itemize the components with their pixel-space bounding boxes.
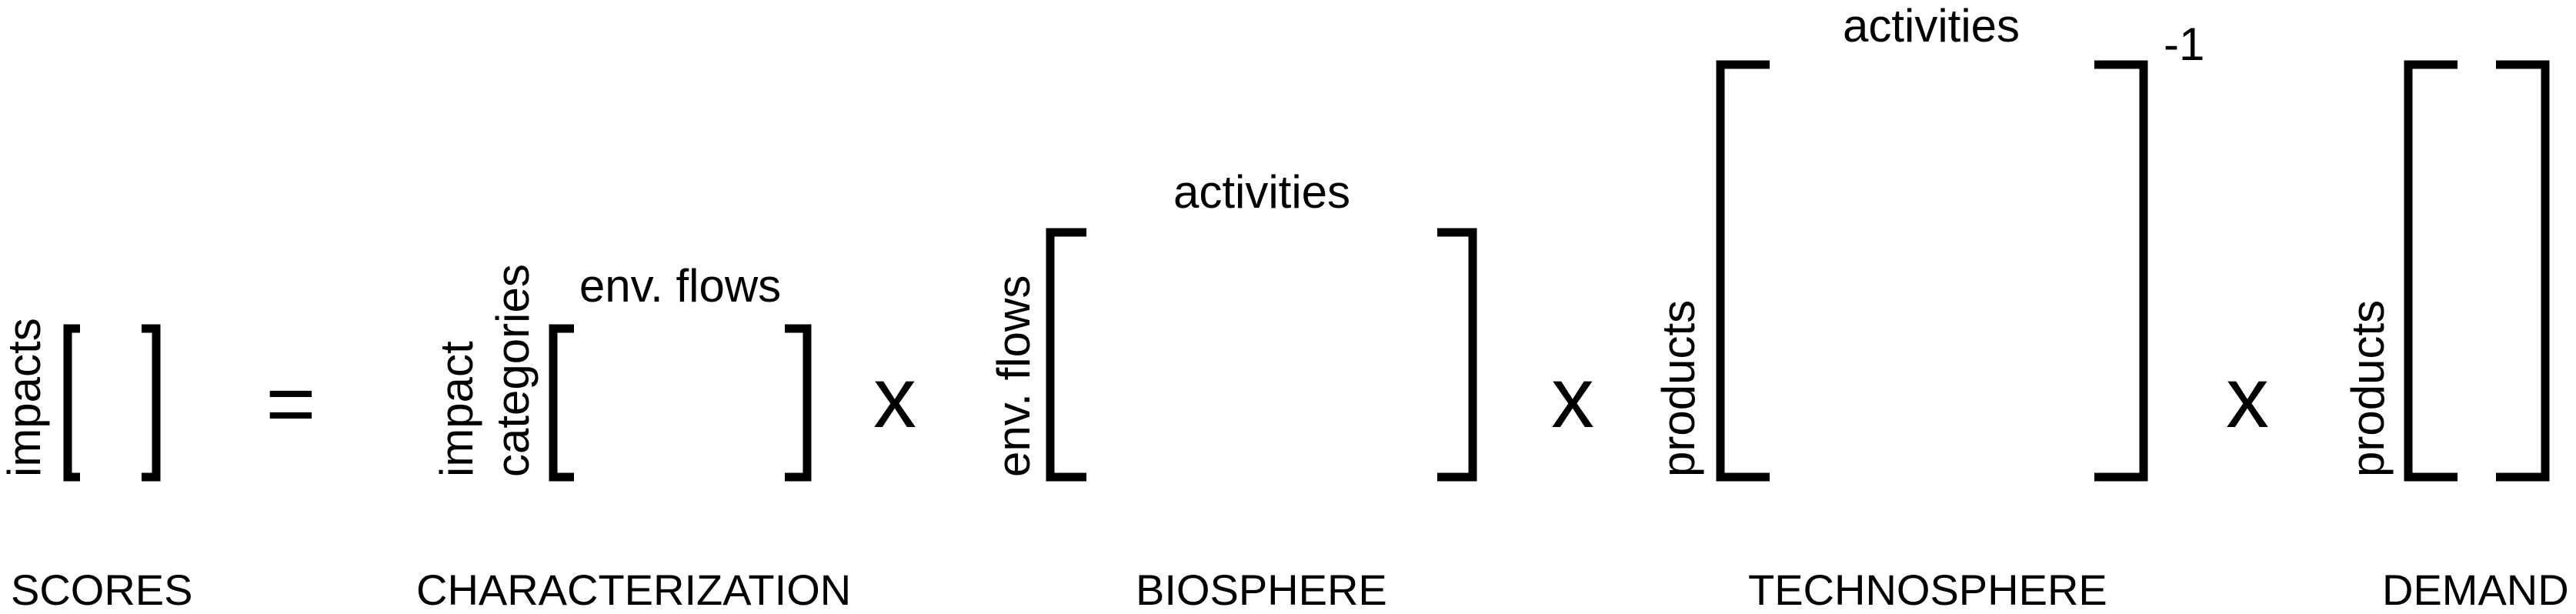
- technosphere-matrix: products activities -1: [1653, 0, 2204, 482]
- scores-matrix: impacts: [0, 318, 161, 482]
- technosphere-right-bracket: [2094, 60, 2148, 482]
- technosphere-title: TECHNOSPHERE: [1748, 566, 2107, 614]
- biosphere-row-label: env. flows: [988, 275, 1039, 477]
- scores-right-bracket: [142, 324, 161, 482]
- characterization-left-bracket: [549, 324, 574, 482]
- multiply-sign-3: x: [2226, 349, 2269, 445]
- equals-sign: =: [265, 355, 315, 452]
- characterization-matrix: impact categories env. flows: [431, 260, 812, 482]
- biosphere-title: BIOSPHERE: [1136, 566, 1387, 614]
- technosphere-left-bracket: [1716, 60, 1770, 482]
- demand-matrix: products: [2342, 60, 2550, 482]
- demand-row-label: products: [2342, 300, 2394, 477]
- biosphere-column-label: activities: [1173, 166, 1350, 218]
- technosphere-row-label: products: [1653, 300, 1704, 477]
- biosphere-right-bracket: [1437, 228, 1477, 482]
- scores-row-label: impacts: [0, 318, 50, 477]
- technosphere-column-label: activities: [1843, 0, 2020, 52]
- characterization-row-label-line2: categories: [487, 264, 539, 477]
- multiply-sign-1: x: [873, 349, 916, 445]
- technosphere-exponent: -1: [2164, 18, 2204, 70]
- multiply-sign-2: x: [1551, 349, 1594, 445]
- demand-left-bracket: [2404, 60, 2458, 482]
- demand-right-bracket: [2496, 60, 2550, 482]
- demand-title: DEMAND: [2382, 566, 2569, 614]
- scores-title: SCORES: [11, 566, 193, 614]
- scores-left-bracket: [63, 324, 80, 482]
- characterization-title: CHARACTERIZATION: [416, 566, 851, 614]
- characterization-row-label-line1: impact: [431, 341, 482, 477]
- characterization-column-label: env. flows: [579, 260, 781, 312]
- characterization-right-bracket: [785, 324, 812, 482]
- biosphere-matrix: env. flows activities: [988, 166, 1477, 482]
- biosphere-left-bracket: [1046, 228, 1086, 482]
